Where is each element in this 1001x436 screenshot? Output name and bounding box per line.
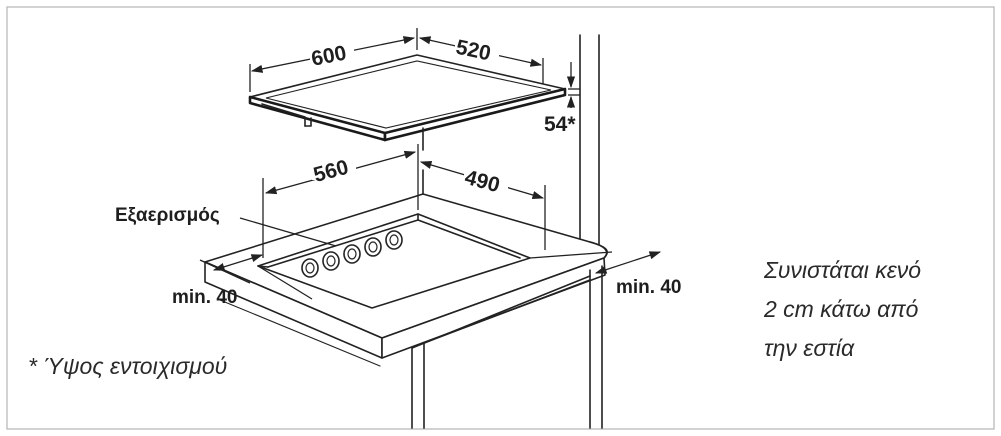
- side-note-line-1: Συνιστάται κενό: [763, 257, 921, 283]
- vent-knob: [301, 258, 319, 278]
- vent-knob: [364, 237, 382, 257]
- ventilation-label: Εξαερισμός: [115, 205, 220, 226]
- dimension-cutout-depth: 490: [419, 161, 546, 250]
- side-note-line-3: την εστία: [764, 335, 855, 361]
- side-note-line-2: 2 cm κάτω από: [763, 296, 919, 322]
- wall: [579, 34, 600, 247]
- hob: [248, 54, 567, 151]
- dimension-hob-depth: 520: [418, 36, 544, 84]
- dimension-cutout-width: 560: [262, 144, 419, 258]
- footnote: * Ύψος εντοιχισμού: [28, 353, 227, 379]
- front-clearance-label: min. 40: [172, 287, 237, 308]
- vent-knob: [385, 230, 403, 250]
- vent-knob: [322, 251, 340, 271]
- ventilation-openings: [301, 230, 403, 278]
- vent-knob: [343, 244, 361, 264]
- dimension-side-clearance: min. 40: [529, 251, 681, 298]
- side-note: Συνιστάται κενό 2 cm κάτω από την εστία: [763, 257, 921, 361]
- side-clearance-label: min. 40: [616, 277, 681, 298]
- ventilation-callout: Εξαερισμός: [115, 205, 337, 247]
- dimension-hob-height: 54*: [544, 62, 580, 136]
- diagram-frame: [6, 6, 995, 430]
- hob-height-label: 54*: [544, 113, 576, 136]
- cabinet: [219, 265, 603, 429]
- dimension-front-clearance: min. 40: [172, 254, 313, 308]
